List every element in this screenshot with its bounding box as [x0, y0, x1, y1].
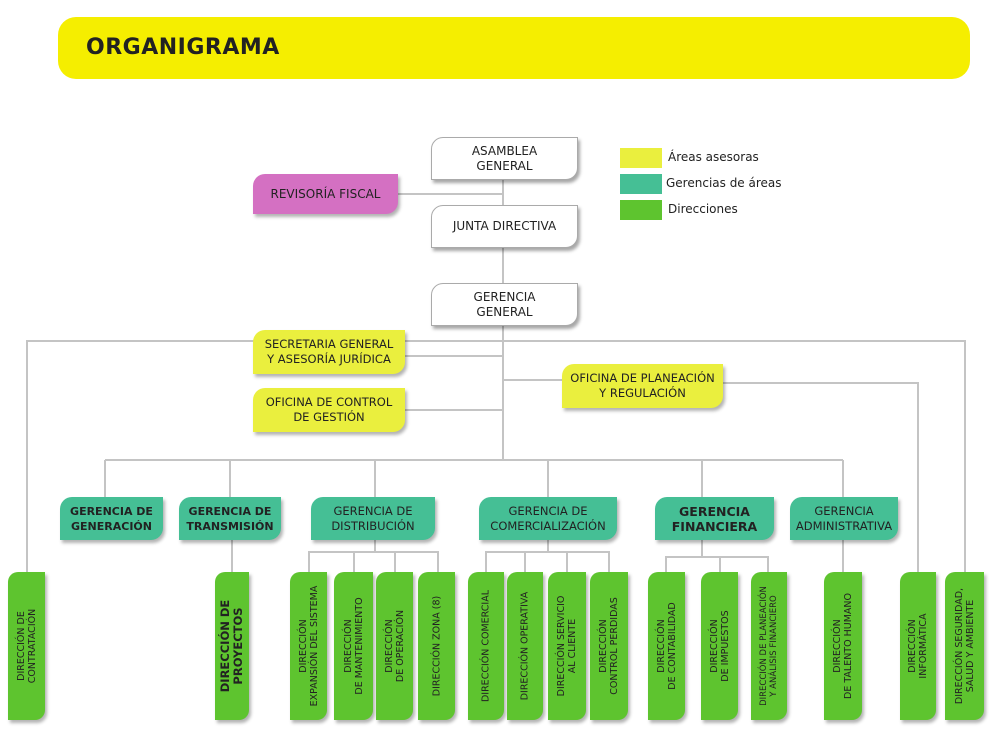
oficina-planeacion-label: OFICINA DE PLANEACIÓN Y REGULACIÓN [570, 371, 715, 400]
direccion-proyectos[interactable]: DIRECCIÓN DE PROYECTOS [215, 572, 249, 720]
oficina-planeacion-box[interactable]: OFICINA DE PLANEACIÓN Y REGULACIÓN [562, 364, 723, 408]
direccion-planeacion-financiero[interactable]: DIRECCIÓN DE PLANEACIÓN Y ANÁLISIS FINAN… [751, 572, 787, 720]
gerencia-administrativa-label: GERENCIA ADMINISTRATIVA [795, 503, 893, 533]
direccion-proyectos-label: DIRECCIÓN DE PROYECTOS [218, 599, 245, 693]
direccion-expansion-label: DIRECCIÓN EXPANSIÓN DEL SISTEMA [297, 585, 320, 707]
direccion-talento-humano-label: DIRECCIÓN DE TALENTO HUMANO [832, 593, 854, 699]
oficina-control-box[interactable]: OFICINA DE CONTROL DE GESTIÓN [253, 388, 405, 432]
direccion-servicio-cliente-label: DIRECCIÓN SERVICIO AL CLIENTE [556, 595, 578, 697]
gerencia-distribucion-label: GERENCIA DE DISTRIBUCIÓN [331, 503, 415, 533]
direccion-impuestos[interactable]: DIRECCIÓN DE IMPUESTOS [701, 572, 738, 720]
direccion-seguridad-label: DIRECCIÓN SEGURIDAD, SALUD Y AMBIENTE [953, 587, 976, 705]
direccion-mantenimiento[interactable]: DIRECCIÓN DE MANTENIMIENTO [334, 572, 373, 720]
legend-swatch-management [620, 174, 662, 194]
legend-label-directorate: Direcciones [668, 202, 738, 216]
junta-directiva-label: JUNTA DIRECTIVA [452, 219, 557, 233]
direccion-operacion-label: DIRECCIÓN DE OPERACIÓN [383, 609, 406, 683]
gerencia-comercializacion-box[interactable]: GERENCIA DE COMERCIALIZACIÓN [479, 497, 617, 540]
direccion-zona-label: DIRECCIÓN ZONA (8) [431, 595, 442, 697]
gerencia-financiera-label: GERENCIA FINANCIERA [671, 503, 758, 534]
page-title: ORGANIGRAMA [86, 35, 280, 60]
secretaria-general-label: SECRETARIA GENERAL Y ASESORÍA JURÍDICA [264, 337, 394, 366]
legend-swatch-directorate [620, 200, 662, 220]
gerencia-comercializacion-label: GERENCIA DE COMERCIALIZACIÓN [490, 503, 606, 533]
direccion-contratacion[interactable]: DIRECCIÓN DE CONTRATACIÓN [8, 572, 45, 720]
asamblea-general-label: ASAMBLEA GENERAL [471, 143, 538, 173]
direccion-talento-humano[interactable]: DIRECCIÓN DE TALENTO HUMANO [824, 572, 862, 720]
direccion-zona[interactable]: DIRECCIÓN ZONA (8) [418, 572, 455, 720]
gerencia-general-label: GERENCIA GENERAL [473, 289, 536, 319]
revisoria-fiscal-box[interactable]: REVISORÍA FISCAL [253, 174, 398, 214]
gerencia-distribucion-box[interactable]: GERENCIA DE DISTRIBUCIÓN [311, 497, 435, 540]
title-banner: ORGANIGRAMA [58, 17, 970, 79]
direccion-impuestos-label: DIRECCIÓN DE IMPUESTOS [708, 610, 731, 682]
direccion-informatica-label: DIRECCIÓN INFORMÁTICA [907, 613, 929, 679]
direccion-planeacion-financiero-label: DIRECCIÓN DE PLANEACIÓN Y ANÁLISIS FINAN… [759, 586, 779, 706]
direccion-servicio-cliente[interactable]: DIRECCIÓN SERVICIO AL CLIENTE [548, 572, 586, 720]
asamblea-general-box[interactable]: ASAMBLEA GENERAL [431, 137, 578, 180]
junta-directiva-box[interactable]: JUNTA DIRECTIVA [431, 205, 578, 248]
direccion-contabilidad[interactable]: DIRECCIÓN DE CONTABILIDAD [648, 572, 685, 720]
direccion-comercial[interactable]: DIRECCIÓN COMERCIAL [468, 572, 504, 720]
gerencia-general-box[interactable]: GERENCIA GENERAL [431, 283, 578, 326]
oficina-control-label: OFICINA DE CONTROL DE GESTIÓN [265, 395, 393, 424]
direccion-control-perdidas-label: DIRECCIÓN CONTROL PERDIDAS [598, 597, 620, 695]
secretaria-general-box[interactable]: SECRETARIA GENERAL Y ASESORÍA JURÍDICA [253, 330, 405, 374]
direccion-expansion[interactable]: DIRECCIÓN EXPANSIÓN DEL SISTEMA [290, 572, 327, 720]
direccion-operativa-label: DIRECCIÓN OPERATIVA [519, 591, 531, 701]
legend-label-advisory: Áreas asesoras [668, 150, 759, 164]
gerencia-administrativa-box[interactable]: GERENCIA ADMINISTRATIVA [790, 497, 898, 540]
direccion-informatica[interactable]: DIRECCIÓN INFORMÁTICA [900, 572, 936, 720]
direccion-operacion[interactable]: DIRECCIÓN DE OPERACIÓN [376, 572, 413, 720]
legend-swatch-advisory [620, 148, 662, 168]
direccion-contabilidad-label: DIRECCIÓN DE CONTABILIDAD [655, 602, 678, 690]
direccion-mantenimiento-label: DIRECCIÓN DE MANTENIMIENTO [342, 597, 365, 695]
direccion-contratacion-label: DIRECCIÓN DE CONTRATACIÓN [15, 608, 38, 684]
gerencia-transmision-box[interactable]: GERENCIA DE TRANSMISIÓN [179, 497, 281, 540]
gerencia-transmision-label: GERENCIA DE TRANSMISIÓN [186, 504, 274, 533]
legend-label-management: Gerencias de áreas [666, 176, 782, 190]
gerencia-generacion-box[interactable]: GERENCIA DE GENERACIÓN [60, 497, 163, 540]
gerencia-generacion-label: GERENCIA DE GENERACIÓN [70, 504, 153, 533]
direccion-operativa[interactable]: DIRECCIÓN OPERATIVA [507, 572, 543, 720]
direccion-comercial-label: DIRECCIÓN COMERCIAL [480, 589, 492, 703]
direccion-control-perdidas[interactable]: DIRECCIÓN CONTROL PERDIDAS [590, 572, 628, 720]
direccion-seguridad[interactable]: DIRECCIÓN SEGURIDAD, SALUD Y AMBIENTE [945, 572, 984, 720]
revisoria-fiscal-label: REVISORÍA FISCAL [270, 186, 381, 201]
gerencia-financiera-box[interactable]: GERENCIA FINANCIERA [655, 497, 774, 540]
